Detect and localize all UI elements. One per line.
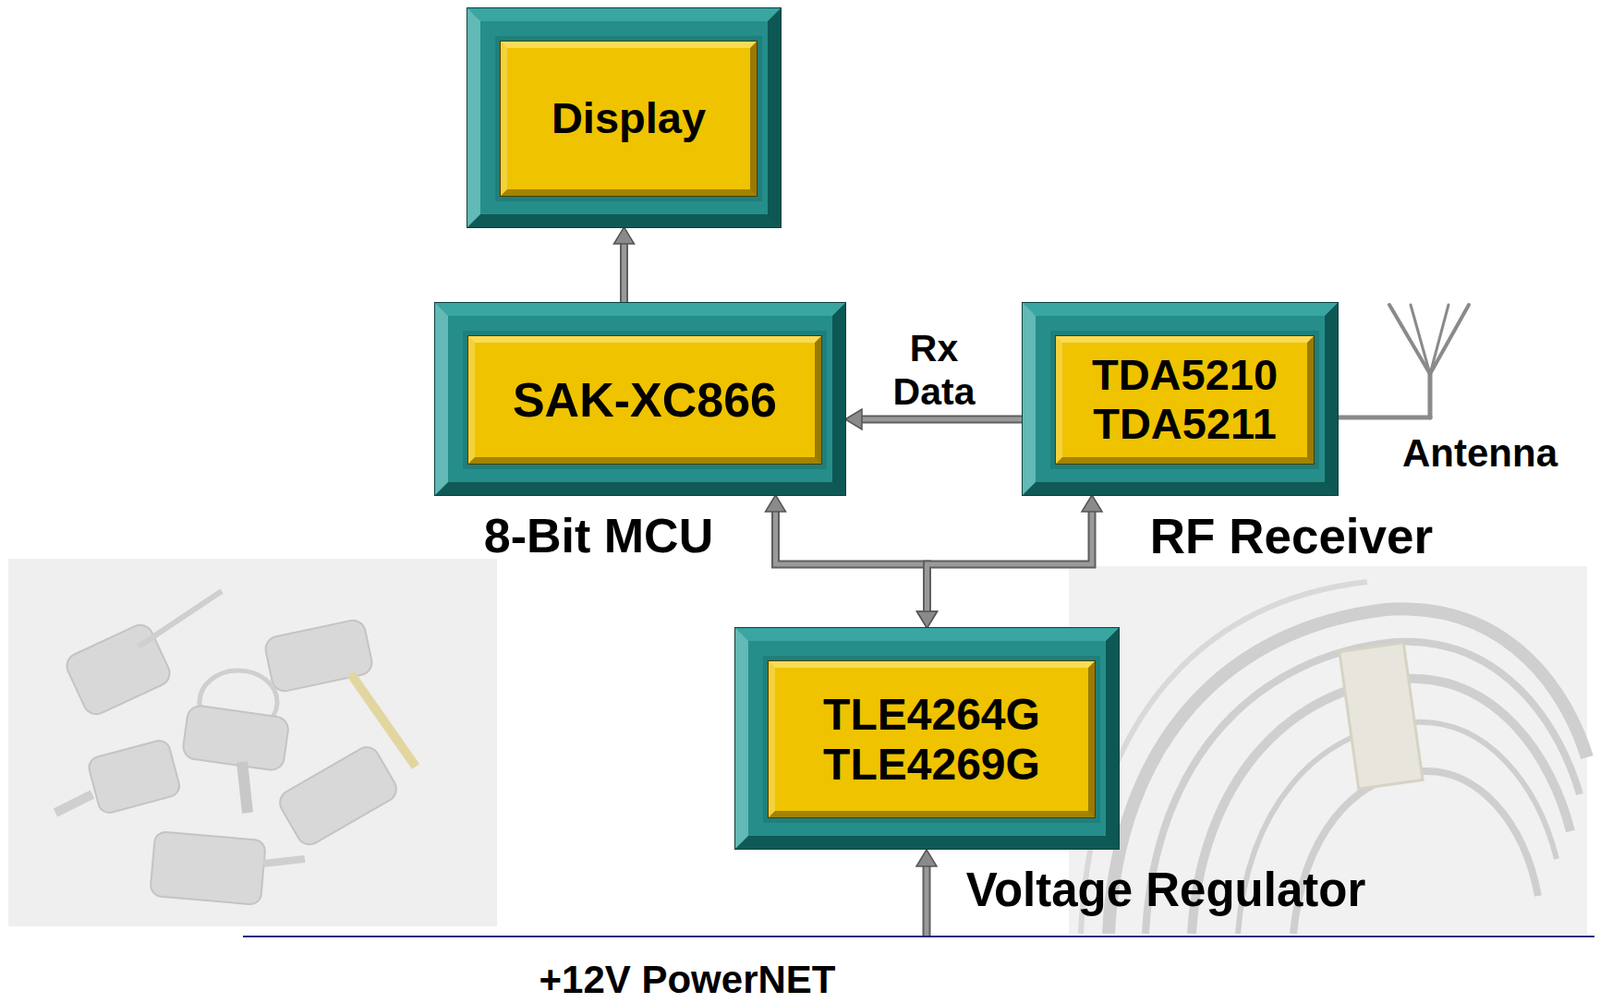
part-name: Display [551, 94, 706, 144]
connector-line [860, 415, 1023, 425]
regulator-box: TLE4264G TLE4269GVoltage Regulator [735, 628, 1119, 849]
chip-plate: TDA5210 TDA5211 [1055, 336, 1314, 464]
arrow-head [845, 409, 862, 430]
connector-arrow [917, 495, 1104, 629]
block-heading: RF Receiver [1150, 509, 1433, 566]
display-box: Display [467, 8, 781, 228]
supply-wire [916, 849, 937, 936]
chip-plate: Display [500, 41, 757, 196]
connector-line [775, 509, 928, 614]
arrow-head [1081, 495, 1103, 512]
connector-line [619, 242, 629, 304]
chip-plate: SAK-XC866 [468, 336, 822, 464]
part-name: TLE4264G TLE4269G [775, 690, 1089, 790]
arrow-head [614, 227, 635, 244]
arrow-head [917, 611, 938, 629]
block-heading: Voltage Regulator [966, 863, 1367, 919]
signal-name: Rx Data [893, 327, 976, 414]
part-name: SAK-XC866 [512, 373, 777, 427]
connector-arrow [614, 227, 635, 304]
part-name: TDA5210 TDA5211 [1062, 351, 1308, 449]
supply-label: +12V PowerNET [539, 960, 837, 1000]
connector-line [927, 509, 1093, 614]
supply-rail [242, 935, 1595, 938]
connector-line [927, 509, 1093, 614]
receiver-box: TDA5210 TDA5211RF Receiver [1022, 303, 1338, 496]
sensor-photo [8, 558, 497, 927]
connector-line [621, 242, 627, 304]
connector-line [860, 417, 1023, 423]
connector-arrow [765, 495, 938, 629]
chip-plate: TLE4264G TLE4269G [768, 661, 1095, 818]
antenna-label: Antenna [1402, 431, 1558, 476]
connector-line [775, 509, 928, 614]
arrow-head [765, 495, 787, 512]
block-heading: 8-Bit MCU [484, 509, 714, 565]
arrow-head [917, 611, 938, 629]
antenna-symbol [1323, 304, 1469, 418]
mcu-box: SAK-XC8668-Bit MCU [435, 303, 846, 496]
